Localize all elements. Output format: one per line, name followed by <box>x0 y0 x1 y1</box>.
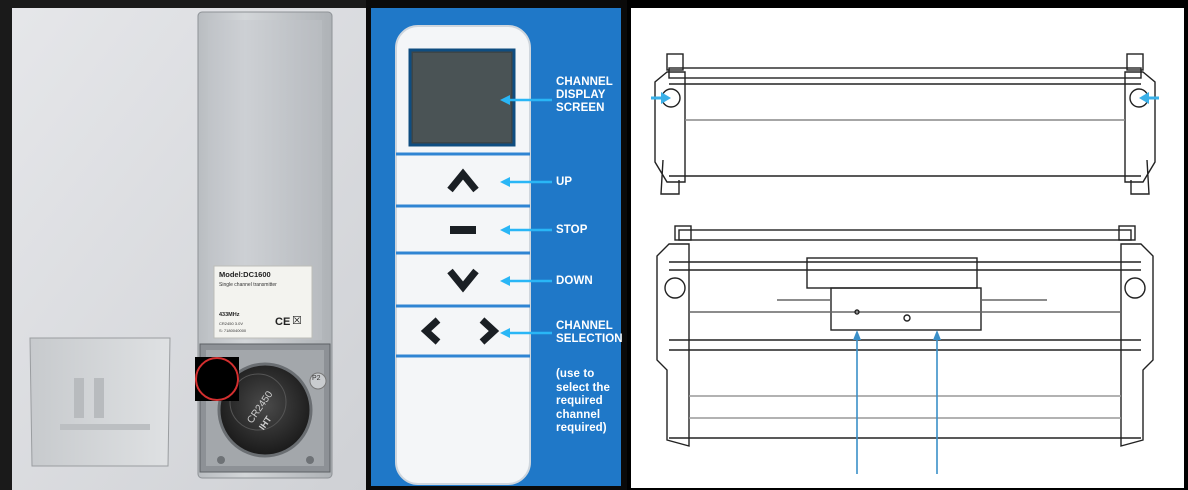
bracket-diagram <box>627 0 1188 490</box>
remote-button-guide: CHANNEL DISPLAY SCREEN UP STOP DOWN CHAN… <box>366 0 627 490</box>
photo-illustration <box>0 0 366 490</box>
chevron-up-icon <box>447 168 479 193</box>
bracket-line-drawing <box>631 8 1184 488</box>
sticker-serial: S: 7180040000 <box>219 328 247 333</box>
remote-illustration <box>371 8 621 486</box>
chevron-right-icon <box>479 317 500 345</box>
dash-icon <box>450 226 476 234</box>
sticker-description: Single channel transmitter <box>219 282 277 288</box>
chevron-left-icon <box>420 317 441 345</box>
label-selection-note: (use to select the required channel requ… <box>556 368 611 434</box>
label-channel-display: CHANNEL DISPLAY SCREEN <box>556 76 613 114</box>
compartment-marking: P2 <box>312 375 321 382</box>
sticker-battery: CR2450 3.0V <box>219 321 244 326</box>
label-up: UP <box>556 176 573 188</box>
ce-mark: CE <box>275 316 291 328</box>
chevron-down-icon <box>447 268 479 293</box>
label-stop: STOP <box>556 224 588 236</box>
label-down: DOWN <box>556 275 593 287</box>
sticker-model: Model:DC1600 <box>219 270 271 279</box>
remote-back-photo: Model:DC1600 Single channel transmitter … <box>0 0 366 490</box>
weee-bin-icon: ☒ <box>292 315 302 327</box>
label-channel-selection: CHANNEL SELECTION <box>556 320 623 345</box>
sticker-frequency: 433MHz <box>219 312 240 318</box>
